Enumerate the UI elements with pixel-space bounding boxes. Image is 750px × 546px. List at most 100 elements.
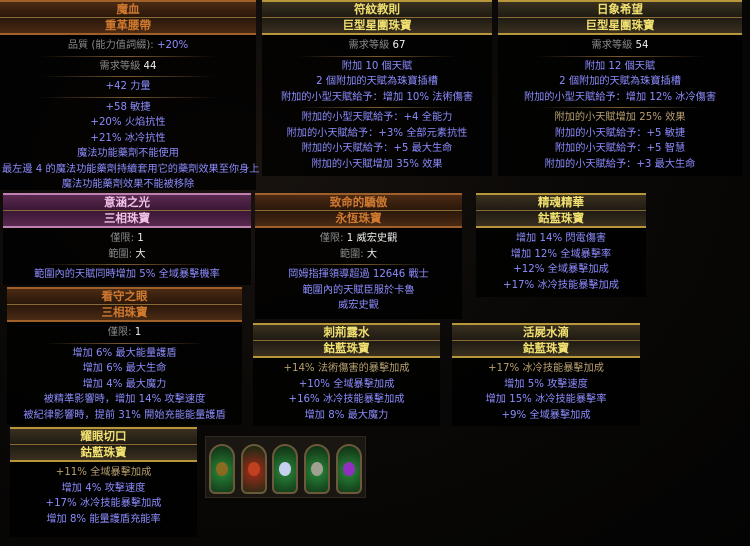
item-mod: 附加的小天賦增加 35% 效果 xyxy=(311,158,443,170)
property-label: 需求等級 xyxy=(99,60,144,72)
item-mod: 增加 12% 全域暴擊率 xyxy=(510,248,612,260)
flask-emblem xyxy=(311,462,324,476)
trophy-flask-icon[interactable] xyxy=(208,444,235,494)
item-mod: 附加的小天賦增加 25% 效果 xyxy=(554,112,686,123)
separator xyxy=(39,76,217,77)
item-mod: 附加的小型天賦給予：增加 10% 法術傷害 xyxy=(280,91,474,103)
item-mod: 增加 8% 最大魔力 xyxy=(304,409,389,421)
property-value: 大 xyxy=(135,248,146,260)
item-name: 魔血 xyxy=(116,2,140,16)
item-property: 僅限: 1 xyxy=(5,231,249,247)
item-mod: +17% 冰冷技能暴擊加成 xyxy=(488,363,604,374)
item-tooltip[interactable]: 刺荊露水鈷藍珠寶+14% 法術傷害的暴擊加成+10% 全域暴擊加成+16% 冰冷… xyxy=(253,323,440,426)
property-label: 僅限: xyxy=(107,327,135,338)
property-value: 1 威宏史觀 xyxy=(346,233,398,244)
item-tooltip[interactable]: 精魂精華鈷藍珠寶增加 14% 閃電傷害增加 12% 全域暴擊率 +12% 全域暴擊… xyxy=(476,193,646,297)
separator xyxy=(287,264,430,265)
item-body: +11% 全域暴擊加成增加 4% 攻擊速度+17% 冰冷技能暴擊加成增加 8% … xyxy=(10,462,197,531)
item-mod: 附加 12 個天賦 xyxy=(584,60,656,72)
red-bottle-flask-icon[interactable] xyxy=(240,444,267,494)
item-mod: 被紀律影響時，提前 31% 開始充能能量護盾 xyxy=(23,409,226,421)
item-tooltip[interactable]: 魔血重革腰帶品質 (能力值詞綴): +20%需求等級 44+42 力量+58 敏… xyxy=(0,0,259,190)
item-body: 僅限: 1 威宏史觀範圍: 大岡姆指揮領導超過 12646 戰士範圍內的天賦臣服… xyxy=(255,228,462,318)
separator xyxy=(39,96,217,98)
property-value: 44 xyxy=(143,60,157,72)
item-mod: +14% 法術傷害的暴擊加成 xyxy=(283,363,410,374)
item-header: 活屍水滴鈷藍珠寶 xyxy=(452,323,640,358)
item-mod: 附加 10 個天賦 xyxy=(341,60,413,72)
property-value: 1 xyxy=(137,233,144,244)
item-mod: 增加 14% 閃電傷害 xyxy=(515,233,607,244)
item-mod: 增加 15% 冰冷技能暴擊率 xyxy=(485,394,607,405)
item-tooltip[interactable]: 致命的驕傲永恆珠寶僅限: 1 威宏史觀範圍: 大岡姆指揮領導超過 12646 戰… xyxy=(255,193,462,319)
property-value: 67 xyxy=(392,40,406,51)
item-mod: +21% 冰冷抗性 xyxy=(90,132,166,144)
flask-emblem xyxy=(247,462,260,476)
item-mod: 2 個附加的天賦為珠寶插槽 xyxy=(559,76,681,87)
item-mod: +58 敏捷 xyxy=(105,101,151,113)
item-mod: +17% 冰冷技能暴擊加成 xyxy=(503,279,619,291)
item-property: 範圍: 大 xyxy=(257,247,460,263)
item-mod: 最左邊 4 的魔法功能藥劑持續套用它的藥劑效果至你身上 xyxy=(2,163,260,175)
item-name: 看守之眼 xyxy=(101,289,148,303)
item-tooltip[interactable]: 活屍水滴鈷藍珠寶+17% 冰冷技能暴擊加成增加 5% 攻擊速度增加 15% 冰冷… xyxy=(452,323,640,426)
item-name: 致命的驕傲 xyxy=(329,195,388,209)
property-value: 54 xyxy=(635,40,649,51)
item-header: 刺荊露水鈷藍珠寶 xyxy=(253,323,440,358)
item-mod: 附加的小天賦給予：+5 敏捷 xyxy=(554,127,686,139)
item-mod: 附加的小天賦給予：+3% 全部元素抗性 xyxy=(286,127,468,139)
separator xyxy=(43,342,206,344)
item-base-type: 三相珠寶 xyxy=(7,304,242,320)
item-mod: 附加的小型天賦給予：增加 12% 冰冷傷害 xyxy=(523,91,717,103)
item-mod: 岡姆指揮領導超過 12646 戰士 xyxy=(288,269,429,280)
item-property: 需求等級 67 xyxy=(264,38,490,54)
item-base-type: 鈷藍珠寶 xyxy=(10,444,197,460)
item-mod: +17% 冰冷技能暴擊加成 xyxy=(45,498,162,509)
property-label: 需求等級 xyxy=(348,40,393,51)
item-mod: 被精準影響時，增加 14% 攻擊速度 xyxy=(43,394,206,405)
item-mod: 2 個附加的天賦為珠寶插槽 xyxy=(316,76,438,87)
item-name: 意涵之光 xyxy=(104,195,150,209)
item-mod: 附加的小型天賦給予：+4 全能力 xyxy=(301,112,453,123)
item-body: 品質 (能力值詞綴): +20%需求等級 44+42 力量+58 敏捷+20% … xyxy=(0,35,260,197)
item-mod: 增加 4% 最大魔力 xyxy=(82,378,167,390)
item-mod: 魔法功能藥劑效果不能被移除 xyxy=(61,179,195,190)
item-base-type: 鈷藍珠寶 xyxy=(452,340,640,356)
item-mod: +9% 全域暴擊加成 xyxy=(501,409,591,421)
item-mod: +10% 全域暴擊加成 xyxy=(298,378,395,390)
item-body: +17% 冰冷技能暴擊加成增加 5% 攻擊速度增加 15% 冰冷技能暴擊率+9%… xyxy=(452,358,640,427)
diamond-flask-icon[interactable] xyxy=(272,444,299,494)
item-mod: +11% 全域暴擊加成 xyxy=(55,467,152,478)
separator xyxy=(297,55,457,57)
item-mod: +12% 全域暴擊加成 xyxy=(513,264,609,275)
item-mod: +42 力量 xyxy=(105,81,151,92)
item-mod: 增加 8% 能量護盾充能率 xyxy=(46,513,161,525)
property-label: 品質 (能力值詞綴): xyxy=(67,40,157,51)
item-mod: +20% 火焰抗性 xyxy=(90,117,166,128)
separator xyxy=(297,107,457,108)
item-mod: 附加的小天賦給予：+5 智慧 xyxy=(554,143,686,154)
item-mod: 範圍內的天賦臣服於卡魯 xyxy=(302,284,415,296)
item-header: 意涵之光三相珠寶 xyxy=(3,193,251,228)
item-mod: 附加的小天賦給予：+3 最大生命 xyxy=(544,158,696,170)
item-mod: 威宏史觀 xyxy=(338,300,379,311)
item-name: 刺荊露水 xyxy=(323,325,370,339)
item-header: 魔血重革腰帶 xyxy=(0,0,256,35)
item-base-type: 鈷藍珠寶 xyxy=(476,210,646,226)
item-base-type: 永恆珠寶 xyxy=(255,210,462,226)
item-base-type: 巨型星團珠寶 xyxy=(498,17,742,33)
flask-emblem xyxy=(343,462,356,476)
amethyst-flask-icon[interactable] xyxy=(336,444,363,494)
property-label: 僅限: xyxy=(110,233,138,244)
item-header: 精魂精華鈷藍珠寶 xyxy=(476,193,646,228)
bust-flask-icon[interactable] xyxy=(304,444,331,494)
item-tooltip[interactable]: 耀眼切口鈷藍珠寶+11% 全域暴擊加成增加 4% 攻擊速度+17% 冰冷技能暴擊… xyxy=(10,427,197,537)
property-label: 範圍: xyxy=(108,248,136,260)
